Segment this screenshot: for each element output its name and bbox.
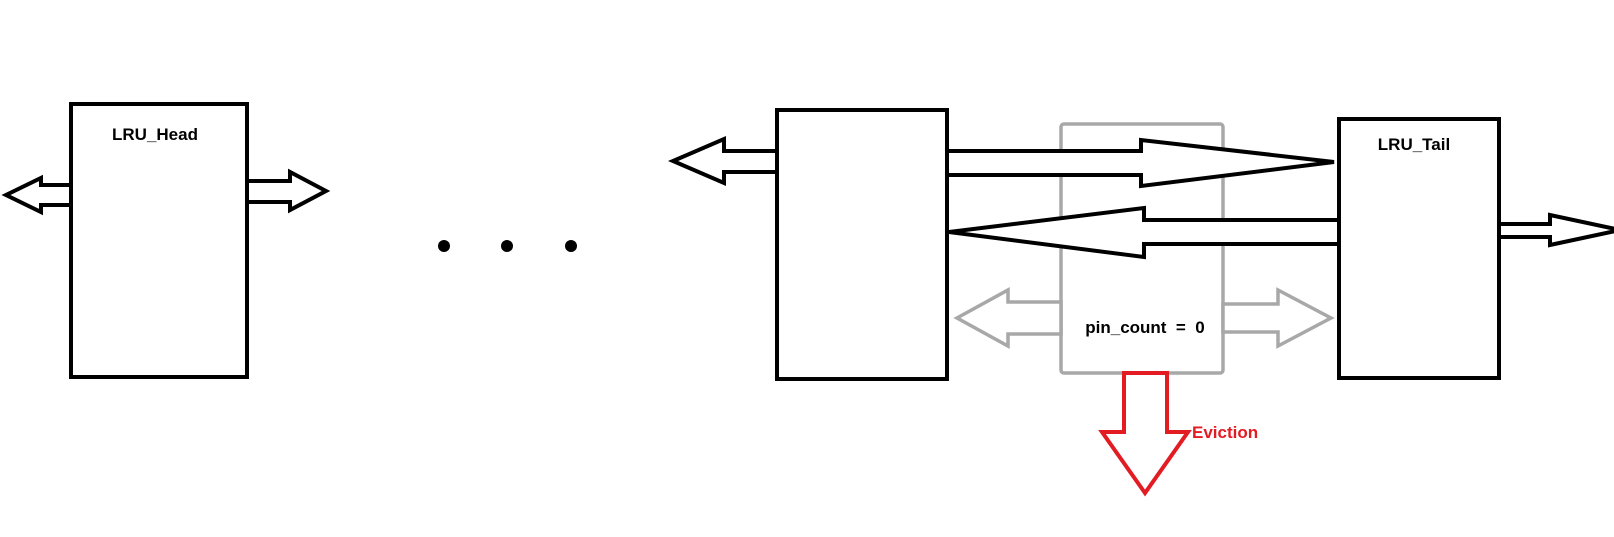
lru-tail-box [1337, 117, 1501, 380]
ellipsis [438, 240, 577, 252]
ellipsis-dot [438, 240, 450, 252]
lru-head-label: LRU_Head [112, 125, 198, 144]
ellipsis-dot [501, 240, 513, 252]
tail-to-middle-prev-arrow [948, 205, 1341, 260]
middle-node [775, 108, 949, 381]
lru-head-box [69, 102, 249, 379]
middle-to-tail-next-arrow [945, 137, 1335, 189]
tail-next-arrow [1497, 212, 1614, 248]
lru-tail-label: LRU_Tail [1378, 135, 1450, 154]
victim-prev-arrow [953, 287, 1063, 349]
lru-head-node: LRU_Head [69, 102, 249, 379]
ellipsis-dot [565, 240, 577, 252]
head-prev-arrow [1, 174, 73, 216]
head-next-arrow [245, 168, 331, 214]
eviction-label: Eviction [1192, 423, 1258, 442]
middle-box [775, 108, 949, 381]
lru-tail-node: LRU_Tail [1337, 117, 1501, 380]
pin-count-label: pin_count = 0 [1085, 318, 1205, 337]
eviction-arrow [1098, 371, 1192, 497]
victim-next-arrow [1221, 287, 1335, 349]
middle-prev-arrow [667, 135, 779, 187]
